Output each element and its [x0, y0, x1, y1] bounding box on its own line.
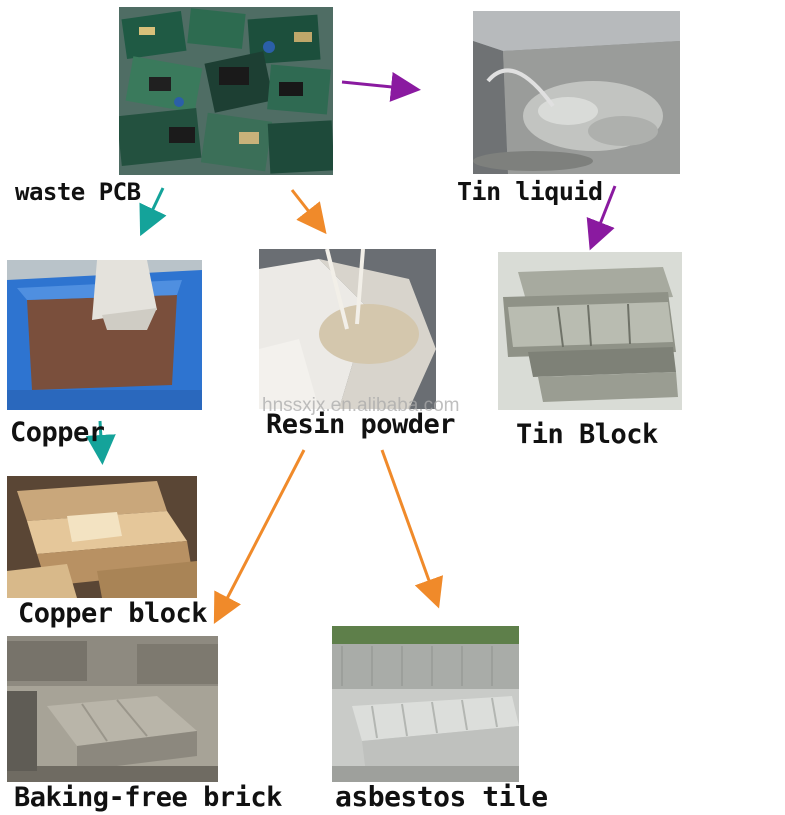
label-copper-block: Copper block — [18, 598, 207, 629]
asbestos-tile-image — [332, 626, 519, 782]
label-copper: Copper — [10, 417, 105, 448]
waste-pcb-image — [119, 7, 333, 175]
label-waste-pcb: waste PCB — [15, 178, 141, 206]
arrow-pcb-to-tin-liquid — [342, 82, 412, 89]
arrow-pcb-to-resin-powder — [292, 190, 321, 227]
label-tin-liquid: Tin liquid — [457, 177, 603, 206]
tin-liquid-image — [473, 11, 680, 174]
copper-block-image — [7, 476, 197, 598]
tin-block-image — [498, 252, 682, 410]
arrow-resin-to-brick — [218, 450, 304, 616]
label-tin-block: Tin Block — [516, 419, 658, 450]
label-baking-free-brick: Baking-free brick — [14, 782, 282, 813]
label-asbestos-tile: asbestos tile — [335, 780, 548, 813]
arrow-resin-to-asbestos-tile — [382, 450, 436, 600]
watermark-text: hnssxjx.en.alibaba.com — [262, 395, 460, 417]
resin-powder-image — [259, 249, 436, 409]
copper-image — [7, 260, 202, 410]
arrow-pcb-to-copper — [144, 188, 163, 228]
baking-free-brick-image — [7, 636, 218, 782]
